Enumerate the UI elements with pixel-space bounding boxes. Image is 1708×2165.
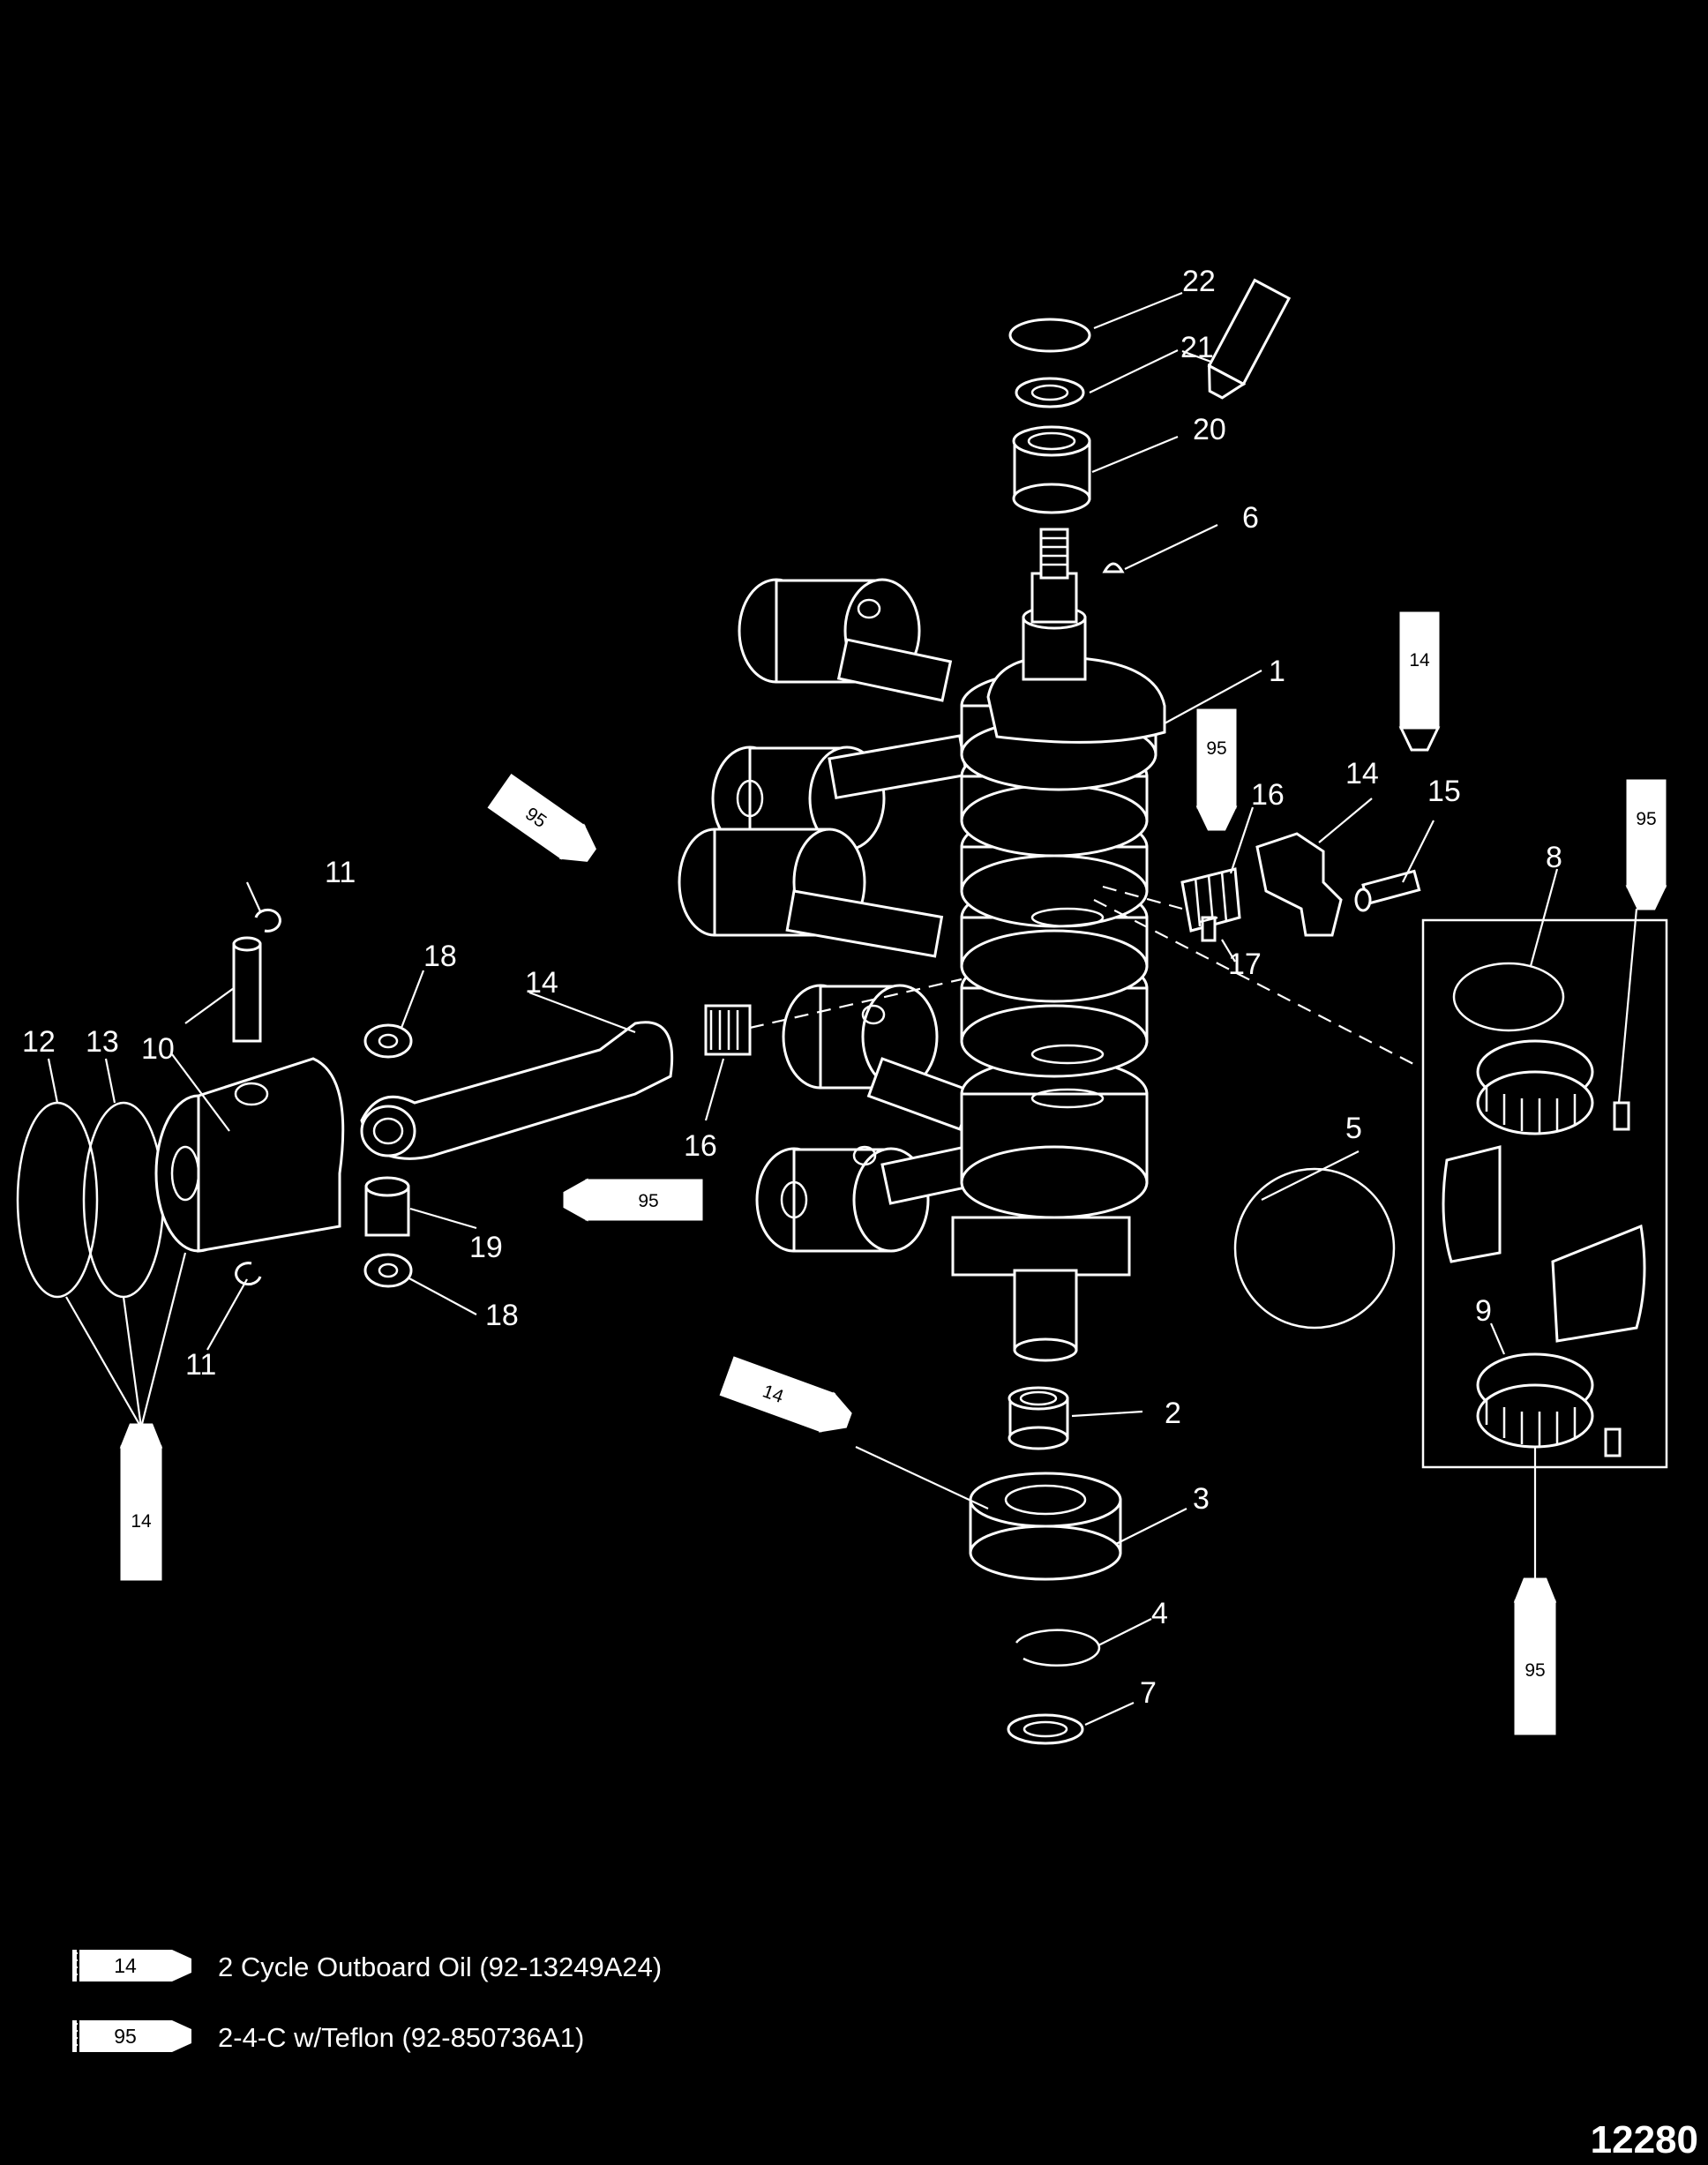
retaining-ring-11-top	[254, 908, 281, 933]
retaining-ring-4	[1015, 1629, 1101, 1667]
callout-1: 1	[1269, 655, 1285, 688]
legend: 14 2 Cycle Outboard Oil (92-13249A24) 95…	[72, 1950, 662, 2053]
tube-label: 14	[1409, 650, 1430, 670]
legend-row-1: 14 2 Cycle Outboard Oil (92-13249A24)	[72, 1950, 662, 1982]
piston-mid-left	[678, 828, 944, 958]
callout-2: 2	[1165, 1397, 1181, 1430]
callout-8: 8	[1546, 841, 1562, 874]
callout-9: 9	[1475, 1294, 1492, 1328]
callout-13: 13	[86, 1025, 119, 1059]
tube-label: 14	[1239, 323, 1260, 343]
callout-4: 4	[1151, 1597, 1168, 1630]
callout-7: 7	[1140, 1676, 1157, 1710]
tube-label: 95	[1636, 809, 1656, 829]
connecting-rod-14	[360, 1021, 674, 1160]
legend-row-2: 95 2-4-C w/Teflon (92-850736A1)	[72, 2020, 584, 2053]
tube-label: 14	[131, 1511, 152, 1532]
roller-bearing-9-upper	[1476, 1039, 1630, 1135]
washer-18-top	[363, 1023, 413, 1059]
legend-tube-label-95: 95	[114, 2025, 137, 2048]
tube-95-part19: 95	[563, 1178, 703, 1222]
callout-12: 12	[22, 1025, 56, 1059]
o-ring-22	[1008, 318, 1091, 353]
callout-17: 17	[1228, 948, 1262, 981]
tube-label: 95	[1524, 1660, 1545, 1681]
retaining-ring-8	[1452, 962, 1565, 1032]
assembly-line-kit	[1093, 899, 1421, 1068]
callout-6: 6	[1242, 501, 1259, 535]
seal-21	[1015, 377, 1085, 408]
callout-16-right: 16	[1251, 778, 1285, 812]
legend-text-95: 2-4-C w/Teflon (92-850736A1)	[218, 2022, 584, 2053]
cap-screw-15	[1354, 869, 1421, 912]
tube-label: 95	[638, 1191, 658, 1211]
sleeve-2	[1008, 1386, 1069, 1450]
retaining-ring-11-bottom	[235, 1262, 262, 1286]
key-6	[1102, 562, 1125, 573]
legend-text-14: 2 Cycle Outboard Oil (92-13249A24)	[218, 1951, 662, 1982]
callout-5: 5	[1345, 1112, 1362, 1145]
tube-label: 95	[1206, 738, 1226, 759]
piston-upper-left	[738, 578, 953, 702]
piston-ring-12	[16, 1101, 99, 1299]
callout-14-left: 14	[525, 966, 558, 1000]
legend-tube-label-14: 14	[114, 1954, 137, 1977]
callouts: 22 21 20 6 1 16 14 15 17 8 5 9 2 3 4 7 1…	[22, 265, 1562, 1710]
piston-pin-10	[232, 936, 262, 1043]
callout-18-bottom: 18	[485, 1299, 519, 1332]
bearing-roller-17	[1201, 916, 1217, 942]
bearing-cage-16-right	[1180, 867, 1241, 933]
callout-21: 21	[1180, 331, 1214, 364]
assembly-line-rod	[749, 978, 963, 1030]
piston-bottom-left	[755, 1133, 1030, 1253]
crankshaft-assembly	[678, 528, 1166, 1362]
callout-16-left: 16	[684, 1129, 717, 1163]
crankshaft	[951, 528, 1166, 1362]
needle-bearing-19	[364, 1176, 410, 1237]
bushing-20	[1012, 425, 1091, 514]
bearing-race-lower	[1551, 1224, 1646, 1343]
tube-95-rod: 95	[487, 773, 596, 862]
callout-18-top: 18	[423, 940, 457, 973]
callout-11-top: 11	[325, 856, 356, 889]
rod-cap-14	[1255, 832, 1343, 937]
callout-20: 20	[1193, 413, 1226, 446]
roller-bearing-9-lower	[1476, 1352, 1622, 1457]
tube-14-right-top: 14	[1398, 611, 1441, 752]
tube-14-top: 14	[1207, 278, 1292, 400]
callout-19: 19	[469, 1231, 503, 1264]
piston-ring-13	[82, 1101, 165, 1299]
callout-10: 10	[141, 1032, 175, 1066]
callout-15: 15	[1427, 775, 1461, 808]
tube-95-right-bottom: 95	[1513, 1577, 1557, 1735]
callout-3: 3	[1193, 1482, 1210, 1516]
bearing-kit-box	[1421, 918, 1668, 1469]
washer-7	[1007, 1713, 1084, 1745]
piston-10	[154, 1057, 345, 1253]
washer-18-bottom	[363, 1253, 413, 1288]
retaining-ring-5	[1233, 1167, 1396, 1330]
callout-11-bottom: 11	[185, 1348, 216, 1382]
piston-lower-left	[782, 984, 976, 1131]
tube-95-right-box: 95	[1625, 779, 1667, 910]
ball-bearing-3	[969, 1472, 1122, 1581]
callout-22: 22	[1182, 265, 1216, 298]
tube-95-part16: 95	[1195, 708, 1238, 831]
tube-14-bottom-rings: 14	[119, 1423, 163, 1581]
leader-lines	[47, 291, 1638, 1727]
callout-14-right: 14	[1345, 757, 1379, 790]
figure-number: 12280	[1591, 2118, 1698, 2161]
rod-bearing-16-left	[704, 1004, 752, 1056]
bearing-race-upper	[1442, 1145, 1502, 1263]
tube-14-bearing: 14	[719, 1356, 852, 1433]
assembly-line-cap	[1102, 885, 1183, 910]
